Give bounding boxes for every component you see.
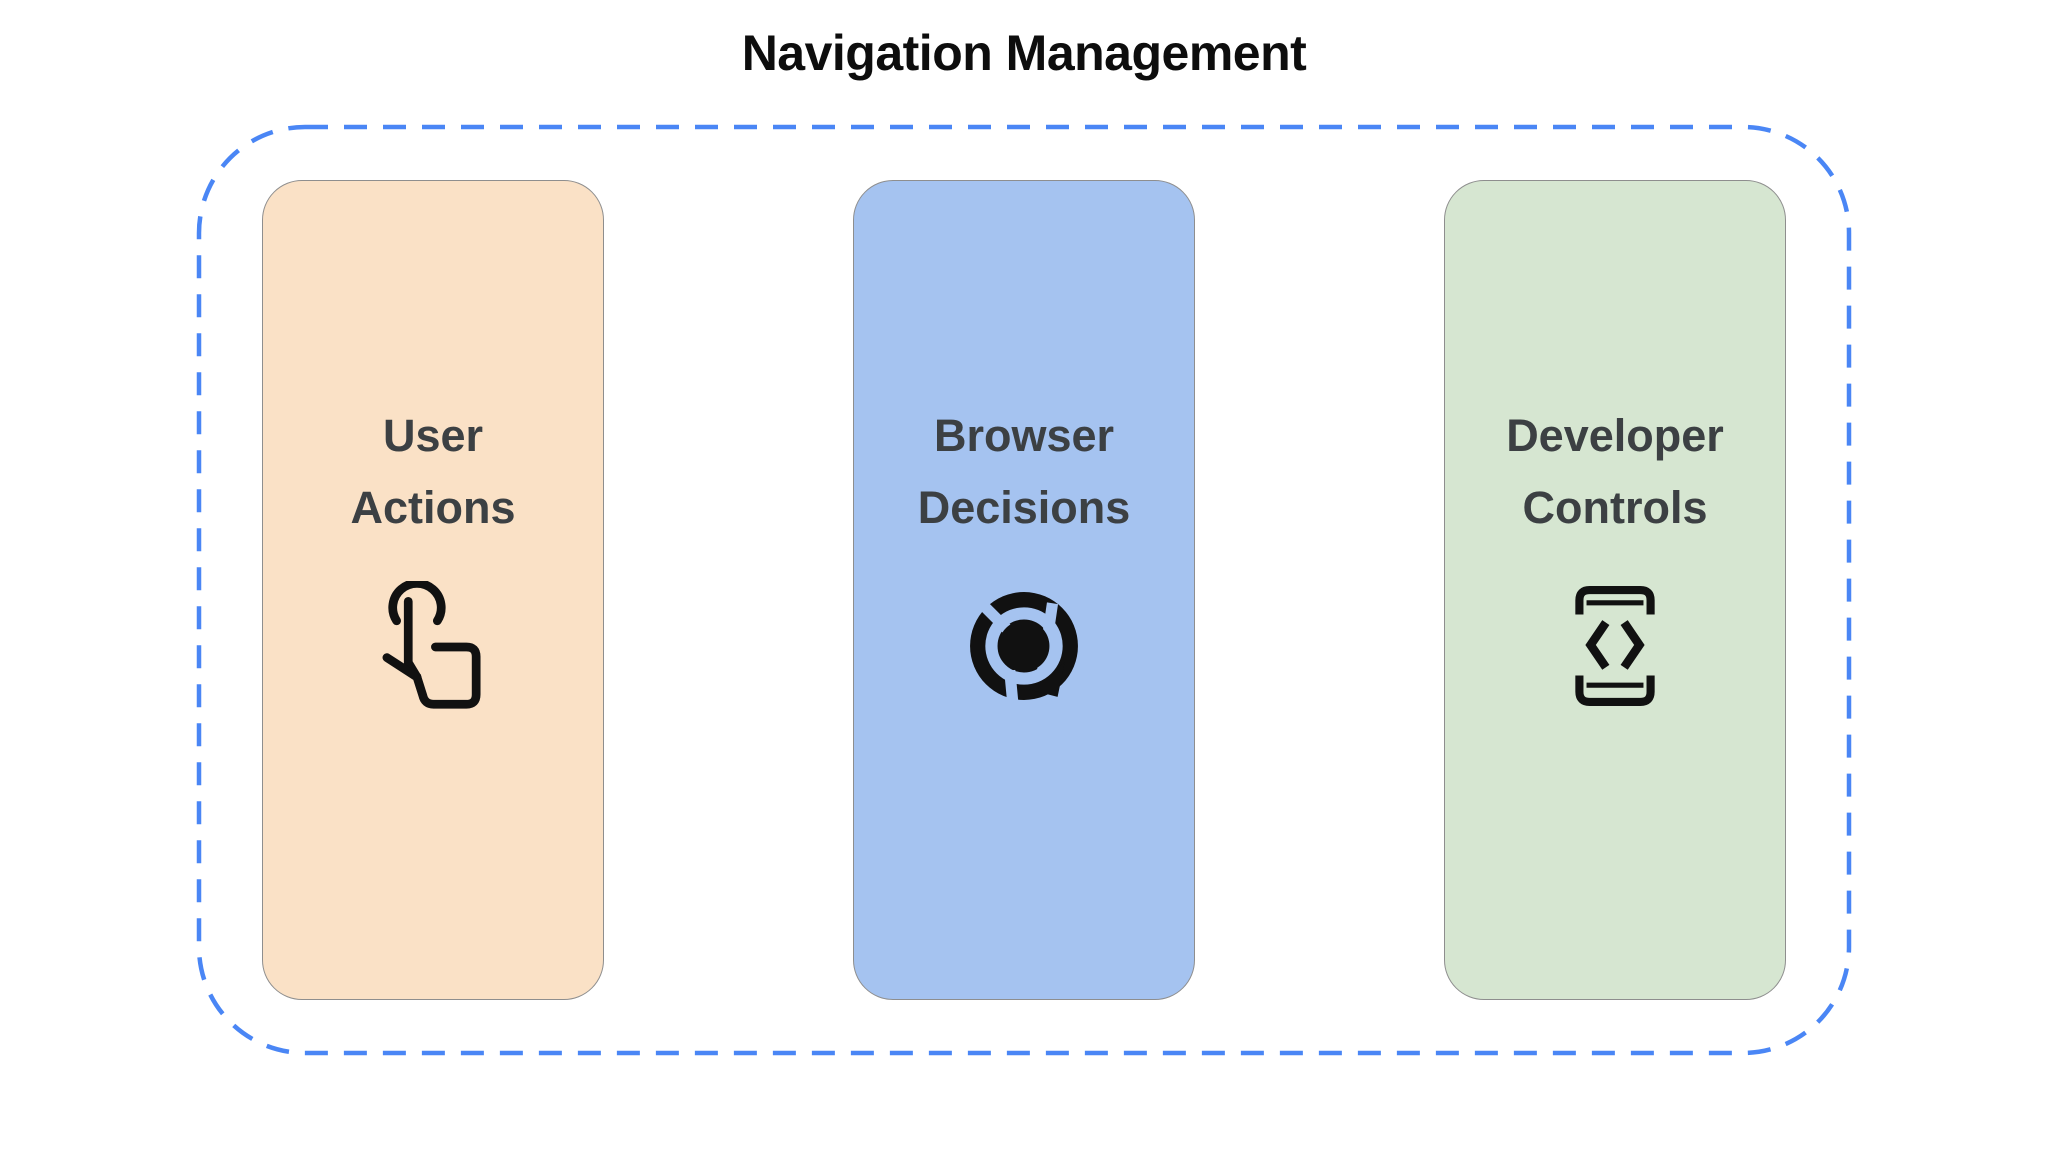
card-user-actions-label: User Actions [350, 410, 516, 533]
card-user-actions: User Actions [262, 180, 604, 1000]
card-developer-controls: Developer Controls [1444, 180, 1786, 1000]
page-title: Navigation Management [741, 25, 1307, 81]
card-developer-controls-label: Developer Controls [1506, 410, 1724, 533]
developer-mode-icon [1575, 586, 1655, 706]
card-browser-decisions: Browser Decisions [853, 180, 1195, 1000]
navigation-management-group: User Actions Browser Decisions [196, 124, 1852, 1056]
chrome-browser-icon [970, 592, 1078, 703]
cards-row: User Actions Browser Decisions [196, 124, 1852, 1056]
touch-gesture-icon [383, 581, 482, 709]
card-browser-decisions-label: Browser Decisions [917, 410, 1131, 533]
